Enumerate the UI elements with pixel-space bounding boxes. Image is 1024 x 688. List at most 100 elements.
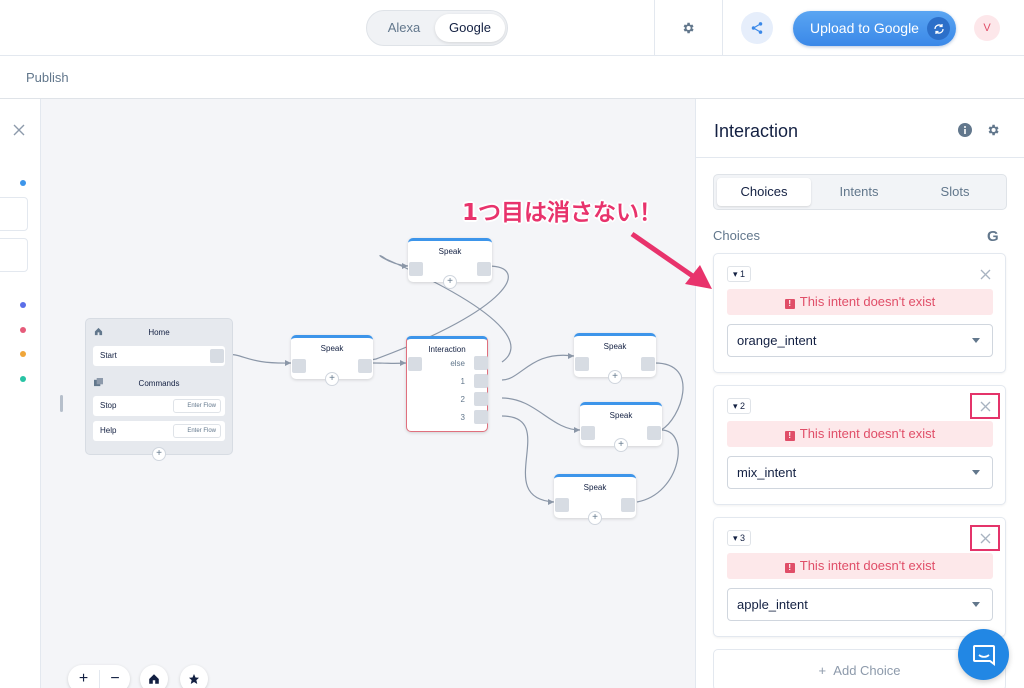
add-choice-button[interactable]: + Add Choice — [713, 649, 1006, 688]
annotation-text: 1つ目は消さない！ — [462, 200, 663, 226]
top-bar: Alexa Google Upload to Google V — [0, 0, 1024, 56]
gear-icon[interactable] — [986, 123, 1000, 142]
publish-tab[interactable]: Publish — [26, 70, 69, 85]
tab-slots[interactable]: Slots — [940, 184, 970, 199]
intent-value: apple_intent — [737, 597, 808, 612]
interaction-panel: Interaction Choices Intents Slots Choice… — [695, 99, 1024, 688]
input-port[interactable] — [555, 498, 569, 512]
add-step-button[interactable]: + — [608, 370, 622, 384]
output-port[interactable] — [647, 426, 661, 440]
tab-intents[interactable]: Intents — [839, 184, 879, 199]
input-port[interactable] — [292, 359, 306, 373]
close-icon[interactable] — [12, 123, 26, 142]
choice-card: ▾ 1 !This intent doesn't exist orange_in… — [713, 253, 1006, 373]
platform-alexa[interactable]: Alexa — [387, 20, 421, 35]
alert-icon: ! — [784, 431, 795, 441]
output-port[interactable] — [474, 410, 488, 424]
command-row-stop[interactable]: Stop Enter Flow — [93, 396, 225, 416]
command-row-help[interactable]: Help Enter Flow — [93, 421, 225, 441]
command-label: Stop — [100, 401, 117, 410]
platform-toggle: Alexa Google — [366, 10, 508, 46]
color-dot — [20, 327, 26, 333]
sync-icon — [927, 17, 950, 40]
enter-flow-badge[interactable]: Enter Flow — [173, 424, 221, 438]
output-port[interactable] — [474, 392, 488, 406]
add-step-button[interactable]: + — [325, 372, 339, 386]
output-port[interactable] — [621, 498, 635, 512]
remove-choice-button[interactable] — [970, 393, 1000, 419]
upload-button[interactable]: Upload to Google — [793, 11, 956, 46]
add-step-button[interactable]: + — [614, 438, 628, 452]
add-step-button[interactable]: + — [152, 447, 166, 461]
speak-block[interactable]: Speak — [408, 238, 492, 282]
platform-google[interactable]: Google — [435, 14, 505, 42]
add-step-button[interactable]: + — [588, 511, 602, 525]
speak-block[interactable]: Speak — [291, 335, 373, 379]
remove-choice-button[interactable] — [970, 261, 1000, 287]
alert-icon: ! — [784, 563, 795, 573]
divider — [722, 0, 723, 56]
input-port[interactable] — [581, 426, 595, 440]
block-title: Speak — [609, 411, 633, 420]
intent-value: mix_intent — [737, 465, 797, 480]
left-panel-item[interactable] — [0, 238, 28, 272]
output-label-else: else — [450, 359, 465, 368]
settings-gear-button[interactable] — [672, 12, 704, 44]
chat-support-button[interactable] — [958, 629, 1009, 680]
sub-bar: Publish — [0, 56, 1024, 99]
left-panel-item[interactable] — [0, 197, 28, 231]
output-port[interactable] — [474, 356, 488, 370]
choices-section-label: Choices — [713, 228, 760, 243]
commands-icon — [94, 378, 103, 387]
output-port[interactable] — [477, 262, 491, 276]
connection-lines — [224, 254, 684, 505]
block-title: Interaction — [428, 345, 466, 354]
home-view-button[interactable] — [140, 665, 168, 688]
input-port[interactable] — [575, 357, 589, 371]
input-port[interactable] — [408, 357, 422, 371]
alert-icon: ! — [784, 299, 795, 309]
zoom-in-button[interactable]: + — [78, 670, 89, 687]
caret-down-icon — [972, 602, 980, 607]
zoom-controls: + − — [68, 665, 130, 688]
home-icon — [94, 327, 103, 336]
enter-flow-badge[interactable]: Enter Flow — [173, 399, 221, 413]
info-icon[interactable] — [958, 123, 972, 142]
share-icon — [751, 22, 763, 34]
intent-select[interactable]: orange_intent — [727, 324, 993, 357]
star-icon — [189, 674, 199, 684]
zoom-out-button[interactable]: − — [110, 670, 120, 687]
input-port[interactable] — [409, 262, 423, 276]
tab-choices[interactable]: Choices — [717, 178, 811, 206]
flow-canvas[interactable]: Home Start Commands Stop Enter Flow Help… — [41, 99, 695, 688]
block-title: Speak — [320, 344, 344, 353]
home-title: Home — [148, 328, 170, 337]
output-port[interactable] — [474, 374, 488, 388]
choice-number-dropdown[interactable]: ▾ 3 — [727, 530, 752, 546]
interaction-block[interactable]: Interaction else 1 2 3 — [406, 336, 488, 432]
close-icon — [980, 269, 990, 279]
avatar[interactable]: V — [974, 15, 1000, 41]
speak-block[interactable]: Speak — [574, 333, 656, 377]
intent-select[interactable]: mix_intent — [727, 456, 993, 489]
intent-select[interactable]: apple_intent — [727, 588, 993, 621]
share-button[interactable] — [741, 12, 773, 44]
choice-number-dropdown[interactable]: ▾ 2 — [727, 398, 752, 414]
choice-number: 3 — [740, 533, 746, 543]
home-block[interactable]: Home Start Commands Stop Enter Flow Help… — [85, 318, 233, 455]
caret-down-icon — [972, 470, 980, 475]
error-text: This intent doesn't exist — [799, 558, 936, 573]
remove-choice-button[interactable] — [970, 525, 1000, 551]
choice-number-dropdown[interactable]: ▾ 1 — [727, 266, 752, 282]
output-port[interactable] — [358, 359, 372, 373]
upload-label: Upload to Google — [810, 20, 919, 36]
add-step-button[interactable]: + — [443, 275, 457, 289]
divider — [654, 0, 655, 56]
resize-handle[interactable] — [60, 395, 63, 412]
speak-block[interactable]: Speak — [554, 474, 636, 518]
output-port[interactable] — [210, 349, 224, 363]
start-row[interactable]: Start — [93, 346, 225, 366]
output-port[interactable] — [641, 357, 655, 371]
favorites-button[interactable] — [180, 665, 208, 688]
error-message: !This intent doesn't exist — [727, 421, 993, 447]
